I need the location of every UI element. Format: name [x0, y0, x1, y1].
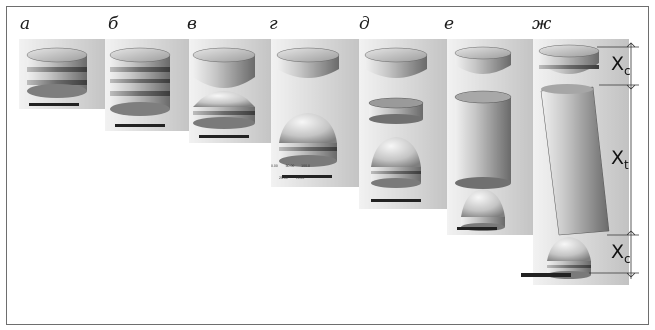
panel-label-a: а: [20, 14, 31, 34]
scale-ticks-row1: 0.00 50.00 100.0: [271, 164, 310, 168]
panel-label-zh: ж: [532, 14, 552, 34]
dimension-label-xt: Xt: [611, 147, 629, 172]
figure-canvas: [19, 39, 639, 285]
scale-ticks-row2: 25.00 75.00: [279, 176, 305, 180]
model-a: [26, 47, 88, 98]
model-d: [364, 47, 428, 188]
model-e: [454, 46, 512, 231]
model-g: [276, 47, 340, 167]
panel-label-g: г: [269, 14, 278, 34]
panel-label-e: е: [444, 14, 455, 34]
model-v: [192, 47, 256, 129]
dimension-label-xc-bottom: Xc: [611, 241, 631, 266]
dimension-lines: [589, 42, 639, 279]
figure-frame: а б в г д е ж Xc Xt Xc 0.00 50.00 100.0 …: [6, 6, 649, 325]
scale-bars: [29, 103, 571, 277]
panel-label-d: д: [359, 14, 370, 34]
panel-label-v: в: [187, 14, 197, 34]
panel-label-b: б: [108, 14, 119, 34]
model-b: [109, 47, 171, 116]
model-zh: [538, 44, 610, 279]
dimension-label-xc-top: Xc: [611, 53, 631, 78]
